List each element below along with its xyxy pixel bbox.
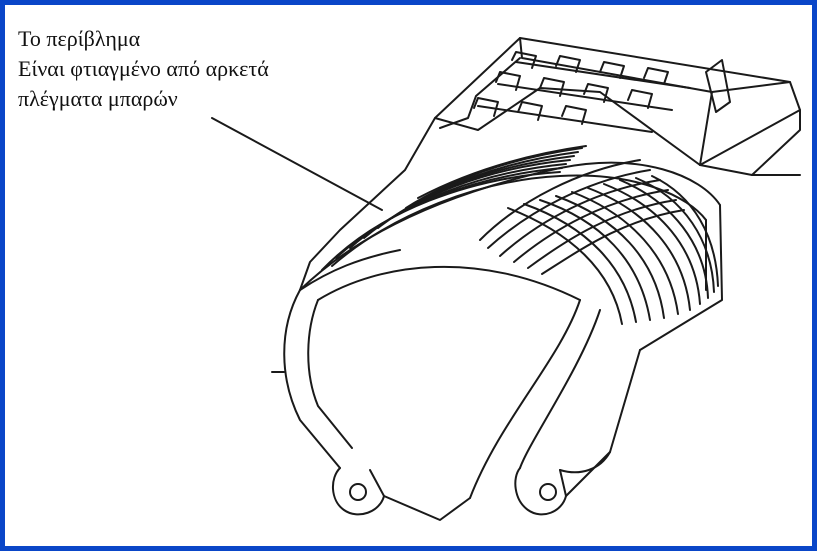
casing-ply-layers: [300, 146, 722, 350]
callout-leader-line: [212, 118, 382, 210]
tire-sidewall: [384, 452, 610, 520]
tread-block: [435, 38, 800, 165]
tire-shoulder: [300, 110, 800, 290]
bead-left: [333, 468, 384, 514]
inner-tube-cavity: [272, 250, 640, 498]
bead-right: [515, 468, 566, 514]
